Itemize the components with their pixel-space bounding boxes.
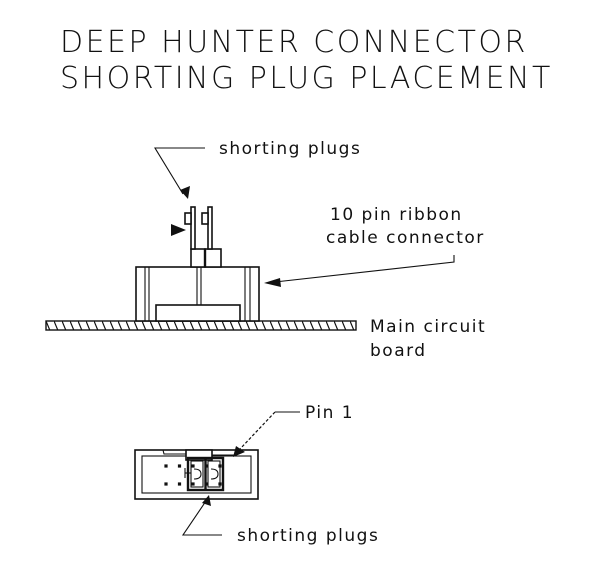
ribbon-connector-side [135, 266, 260, 322]
label-pin-1: Pin 1 [305, 403, 354, 423]
label-connector-line-1: 10 pin ribbon [330, 205, 463, 225]
pin1-callout-arrow [233, 411, 300, 457]
connector-pin [164, 482, 168, 486]
shorting-plugs-top-callout-arrow [181, 495, 222, 536]
shorting-plugs-side [184, 206, 222, 268]
connector-callout-arrow [264, 255, 455, 287]
side-view: shorting plugs 10 pin ribbon cable conne… [45, 139, 486, 361]
label-shorting-plugs-side: shorting plugs [219, 139, 361, 159]
shorting-plugs-callout-arrow [154, 147, 205, 199]
connector-pin [164, 464, 168, 468]
connector-pin [191, 464, 195, 468]
circuit-board [45, 320, 357, 331]
label-board-line-2: board [370, 341, 427, 361]
connector-pin [177, 464, 182, 468]
pin1-side-marker-icon [171, 224, 186, 236]
connector-pin [177, 482, 182, 486]
label-board-line-1: Main circuit [370, 317, 486, 337]
connector-pin [191, 482, 195, 486]
title-line-2: SHORTING PLUG PLACEMENT [60, 61, 553, 96]
label-shorting-plugs-top: shorting plugs [237, 526, 379, 546]
shorting-plugs-top [184, 456, 225, 492]
title-line-1: DEEP HUNTER CONNECTOR [60, 25, 528, 60]
top-view: Pin 1 shorting plugs [134, 403, 379, 546]
label-connector-line-2: cable connector [326, 228, 485, 248]
